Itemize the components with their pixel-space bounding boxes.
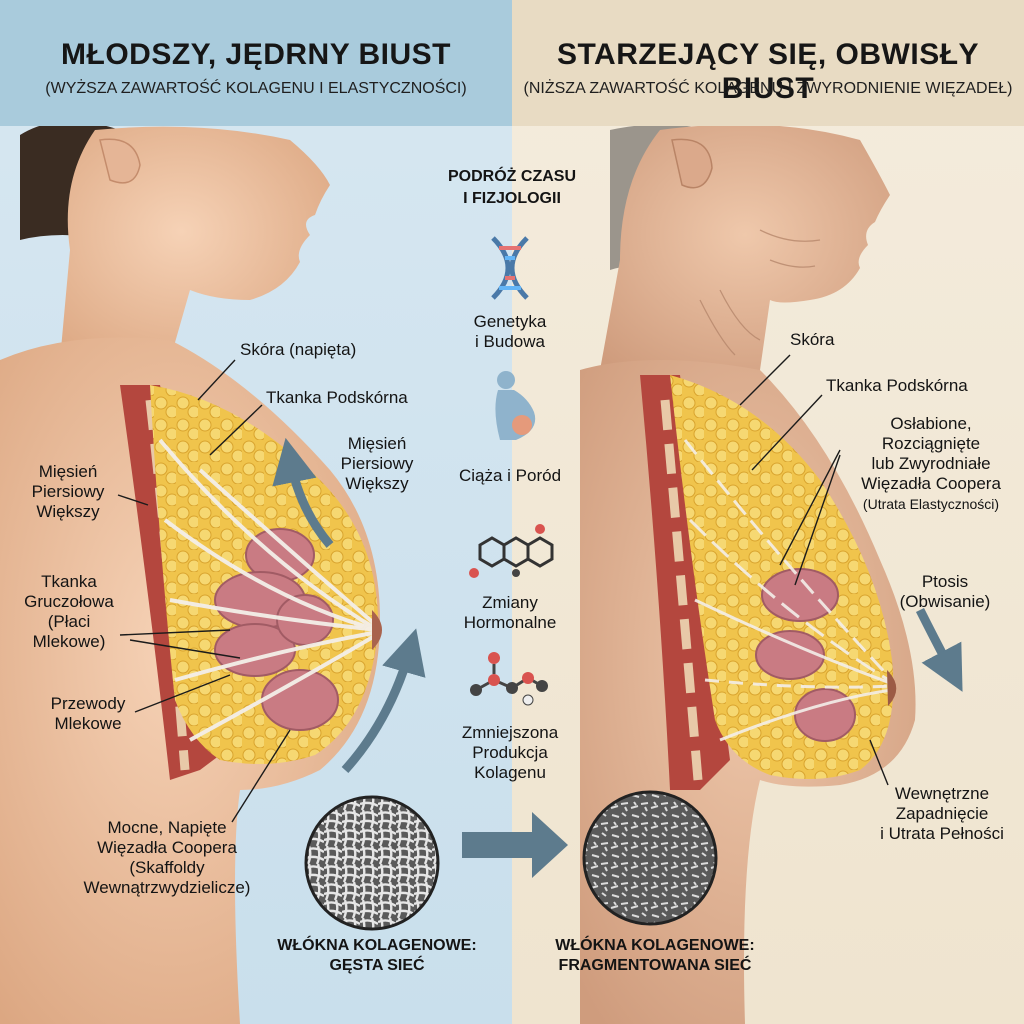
left-cooper-label: Mocne, Napięte Więzadła Coopera (Skaffol… — [83, 818, 251, 897]
right-internal-collapse-label: Wewnętrzne Zapadnięcie i Utrata Pełności — [880, 784, 1004, 843]
right-ptosis-label: Ptosis (Obwisanie) — [899, 572, 991, 611]
young-nipple — [372, 610, 382, 650]
right-header: STARZEJĄCY SIĘ, OBWISŁY BIUST (NIŻSZA ZA… — [512, 0, 1024, 126]
dna-icon — [491, 236, 529, 300]
aged-face — [600, 124, 890, 370]
young-ear — [99, 138, 141, 184]
aged-nipple — [887, 670, 897, 706]
right-cooper-label: Osłabione, Rozciągnięte lub Zwyrodniałe … — [861, 414, 1001, 512]
left-pectoral-label: Mięsień Piersiowy Większy — [31, 462, 105, 521]
left-subtitle: (WYŻSZA ZAWARTOŚĆ KOLAGENU I ELASTYCZNOŚ… — [45, 80, 467, 97]
aged-ribs — [660, 399, 703, 781]
pregnant-woman-icon — [495, 371, 536, 440]
right-subtitle: (NIŻSZA ZAWARTOŚĆ KOLAGENU I ZWYRODNIENI… — [523, 80, 1013, 97]
aged-glands — [755, 568, 856, 742]
left-collagen-caption: WŁÓKNA KOLAGENOWE: GĘSTA SIEĆ — [277, 937, 477, 974]
young-cooper-ligaments — [158, 438, 380, 742]
left-subcutaneous-label: Tkanka Podskórna — [266, 388, 408, 407]
right-subcutaneous-label: Tkanka Podskórna — [826, 376, 968, 395]
aged-ear — [671, 138, 713, 189]
young-glands — [214, 528, 339, 731]
up-arrow-left-top — [272, 437, 334, 548]
aged-cooper-ligaments — [683, 439, 894, 742]
collagen-molecule-icon — [470, 652, 548, 706]
aged-figure — [580, 124, 963, 1024]
factor-collagen-label: Zmniejszona Produkcja Kolagenu — [461, 723, 559, 782]
down-arrow-right — [915, 607, 963, 692]
young-figure — [0, 121, 440, 1024]
left-header: MŁODSZY, JĘDRNY BIUST (WYŻSZA ZAWARTOŚĆ … — [0, 0, 512, 126]
steroid-molecule-icon — [469, 524, 554, 578]
left-ducts-label: Przewody Mlekowe — [50, 694, 126, 733]
collagen-fragmented-circle — [582, 790, 718, 926]
left-title: MŁODSZY, JĘDRNY BIUST — [61, 38, 451, 71]
center-title: PODRÓŻ CZASU I FIZJOLOGII — [448, 168, 576, 207]
factor-pregnancy-label: Ciąża i Poród — [458, 466, 562, 485]
factor-genetics-label: Genetyka i Budowa — [473, 312, 547, 351]
center-muscle-label: Mięsień Piersiowy Większy — [340, 434, 414, 493]
right-collagen-caption: WŁÓKNA KOLAGENOWE: FRAGMENTOWANA SIEĆ — [555, 937, 755, 974]
collagen-dense-circle — [304, 795, 440, 931]
right-skin-label: Skóra — [790, 330, 835, 349]
right-title: STARZEJĄCY SIĘ, OBWISŁY BIUST — [556, 38, 980, 105]
center-right-arrow — [462, 812, 568, 878]
left-glandular-label: Tkanka Gruczołowa (Płaci Mlekowe) — [24, 572, 114, 651]
young-face — [60, 126, 330, 361]
factor-hormones-label: Zmiany Hormonalne — [463, 593, 557, 632]
left-skin-label: Skóra (napięta) — [240, 340, 357, 359]
up-arrow-left-bottom — [341, 628, 426, 774]
